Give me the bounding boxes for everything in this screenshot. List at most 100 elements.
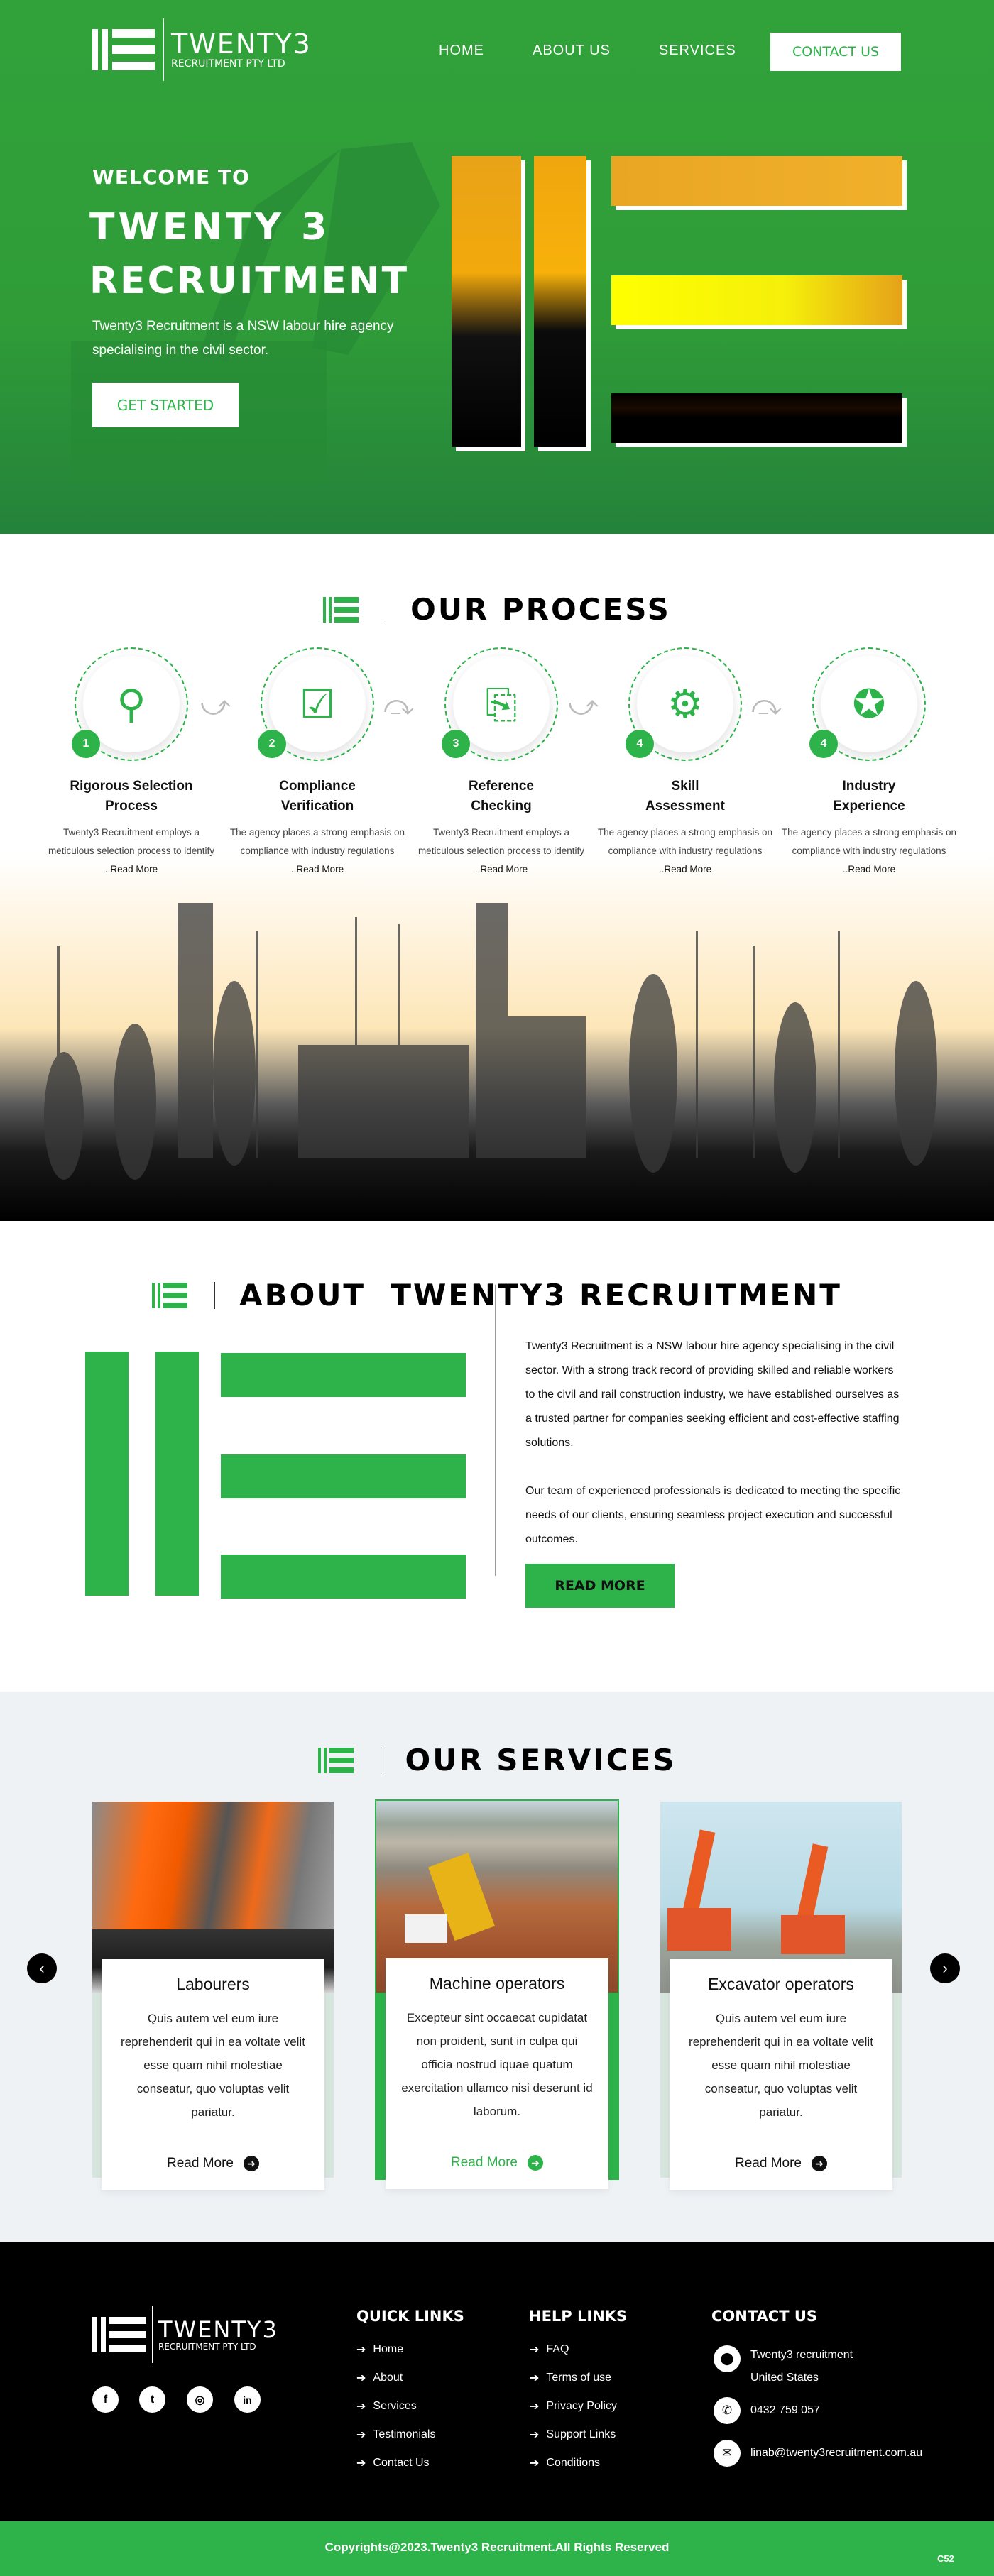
- phone[interactable]: ✆0432 759 057: [714, 2397, 820, 2424]
- process-title: OUR PROCESS: [410, 592, 671, 627]
- footer-help-link[interactable]: ➔FAQ: [530, 2342, 569, 2357]
- footer-help-link[interactable]: ➔Conditions: [530, 2456, 600, 2470]
- about-paragraph-2: Our team of experienced professionals is…: [525, 1485, 901, 1545]
- get-started-button[interactable]: GET STARTED: [92, 383, 239, 427]
- quick-links-heading: QUICK LINKS: [356, 2308, 464, 2325]
- email[interactable]: ✉ linab@twenty3recruitment.com.au: [714, 2440, 922, 2467]
- about-text: Twenty3 Recruitment is a NSW labour hire…: [525, 1334, 902, 1552]
- read-more-link[interactable]: Read More➜: [386, 2155, 608, 2171]
- email-address: linab@twenty3recruitment.com.au: [750, 2447, 923, 2459]
- nav-about[interactable]: ABOUT US: [532, 43, 611, 58]
- footer: TWENTY3 RECRUITMENT PTY LTD f t ◎ in QUI…: [0, 2242, 994, 2521]
- location-pin-icon: ⬤: [714, 2345, 741, 2372]
- read-more-link[interactable]: Read More: [848, 864, 896, 875]
- arrow-right-icon: ➔: [356, 2429, 366, 2441]
- address-line-1: Twenty3 recruitment: [750, 2349, 853, 2361]
- about-section: ABOUT TWENTY3 RECRUITMENT Twenty3 Recrui…: [0, 1221, 994, 1692]
- carousel-next-button[interactable]: ›: [930, 1953, 960, 1983]
- process-heading: OUR PROCESS: [0, 592, 994, 627]
- read-more-link[interactable]: Read More: [296, 864, 344, 875]
- read-more-link[interactable]: Read More: [480, 864, 528, 875]
- read-more-link[interactable]: Read More➜: [102, 2156, 324, 2171]
- arrow-circle-right-icon: ➜: [528, 2155, 543, 2171]
- footer-quick-link[interactable]: ➔Testimonials: [356, 2428, 435, 2442]
- logo-mark: [92, 2317, 146, 2352]
- arrow-right-icon: ⤼: [383, 690, 414, 721]
- card-description: Excepteur sint occaecat cupidatat non pr…: [401, 2011, 593, 2118]
- footer-quick-link[interactable]: ➔About: [356, 2371, 403, 2385]
- footer-help-link[interactable]: ➔Support Links: [530, 2428, 616, 2442]
- nav-home[interactable]: HOME: [439, 43, 484, 58]
- footer-quick-link[interactable]: ➔ Contact Us: [356, 2456, 430, 2470]
- linkedin-icon[interactable]: in: [234, 2386, 261, 2413]
- step-icon-circle: ☑2: [258, 647, 374, 761]
- read-more-button[interactable]: READ MORE: [525, 1564, 674, 1608]
- card-description: Quis autem vel eum iure reprehenderit qu…: [121, 2012, 305, 2119]
- step-icon-circle: ⎘3: [442, 647, 558, 761]
- footer-help-link[interactable]: ➔Terms of use: [530, 2371, 611, 2385]
- read-more-link[interactable]: Read More: [110, 864, 158, 875]
- link-label: Privacy Policy: [546, 2400, 617, 2412]
- arrow-right-icon: ➔: [356, 2372, 366, 2384]
- step-number: 4: [626, 730, 654, 758]
- card-title: Excavator operators: [708, 1975, 854, 1993]
- link-label: Services: [373, 2400, 417, 2412]
- step-icon-circle: ✪4: [809, 647, 926, 761]
- services-title: OUR SERVICES: [405, 1743, 677, 1777]
- logo[interactable]: TWENTY3 RECRUITMENT PTY LTD: [92, 18, 312, 81]
- arrow-right-icon: ➔: [356, 2344, 366, 2356]
- arrow-right-icon: ➔: [530, 2457, 540, 2470]
- instagram-icon[interactable]: ◎: [187, 2386, 213, 2413]
- nav-services[interactable]: SERVICES: [658, 43, 736, 58]
- hero-desc-line-2: specialising in the civil sector.: [92, 343, 269, 358]
- arrow-right-icon: ➔: [530, 2372, 540, 2384]
- logo-mark-icon: [152, 1282, 190, 1308]
- envelope-icon: ✉: [714, 2440, 741, 2467]
- arrow-circle-right-icon: ➜: [244, 2156, 259, 2171]
- facebook-icon[interactable]: f: [92, 2386, 119, 2413]
- arrow-right-icon: ➔: [356, 2457, 366, 2470]
- carousel-prev-button[interactable]: ‹: [27, 1953, 57, 1983]
- chevron-right-icon: ›: [942, 1959, 948, 1977]
- arrow-right-icon: ➔: [530, 2344, 540, 2356]
- contact-us-button[interactable]: CONTACT US: [770, 33, 901, 71]
- construction-workers-photo: [44, 903, 937, 1180]
- arrow-right-icon: ⤻: [568, 690, 599, 721]
- link-label: Contact Us: [373, 2457, 430, 2469]
- read-more-label: Read More: [735, 2156, 802, 2171]
- help-links-heading: HELP LINKS: [529, 2308, 628, 2325]
- read-more-link[interactable]: Read More: [664, 864, 712, 875]
- twitter-icon[interactable]: t: [139, 2386, 165, 2413]
- divider: [495, 1285, 496, 1576]
- read-more-link[interactable]: Read More➜: [670, 2156, 892, 2171]
- services-heading: OUR SERVICES: [0, 1743, 994, 1777]
- award-badge-icon: ✪: [852, 681, 886, 726]
- footer-quick-link[interactable]: ➔ Services: [356, 2399, 417, 2413]
- footer-quick-link[interactable]: ➔Home: [356, 2342, 403, 2357]
- address-line-2: United States: [750, 2372, 819, 2384]
- footer-logo[interactable]: TWENTY3 RECRUITMENT PTY LTD: [92, 2306, 278, 2363]
- arrow-right-icon: ➔: [530, 2429, 540, 2441]
- footer-help-link[interactable]: ➔Privacy Policy: [530, 2399, 617, 2413]
- main-nav: HOME ABOUT US SERVICES: [439, 43, 736, 59]
- copyright-bar: Copyrights@2023.Twenty3 Recruitment.All …: [0, 2521, 994, 2576]
- step-description: Twenty3 Recruitment employs a meticulous…: [48, 827, 215, 875]
- logo-mark: [92, 29, 156, 70]
- brand-tagline: RECRUITMENT PTY LTD: [158, 2342, 256, 2352]
- about-heading: ABOUT TWENTY3 RECRUITMENT: [0, 1278, 994, 1312]
- arrow-right-icon: ➔: [356, 2401, 366, 2413]
- brand-name: TWENTY3: [158, 2316, 278, 2343]
- chevron-left-icon: ‹: [39, 1959, 45, 1977]
- contact-heading: CONTACT US: [711, 2308, 818, 2325]
